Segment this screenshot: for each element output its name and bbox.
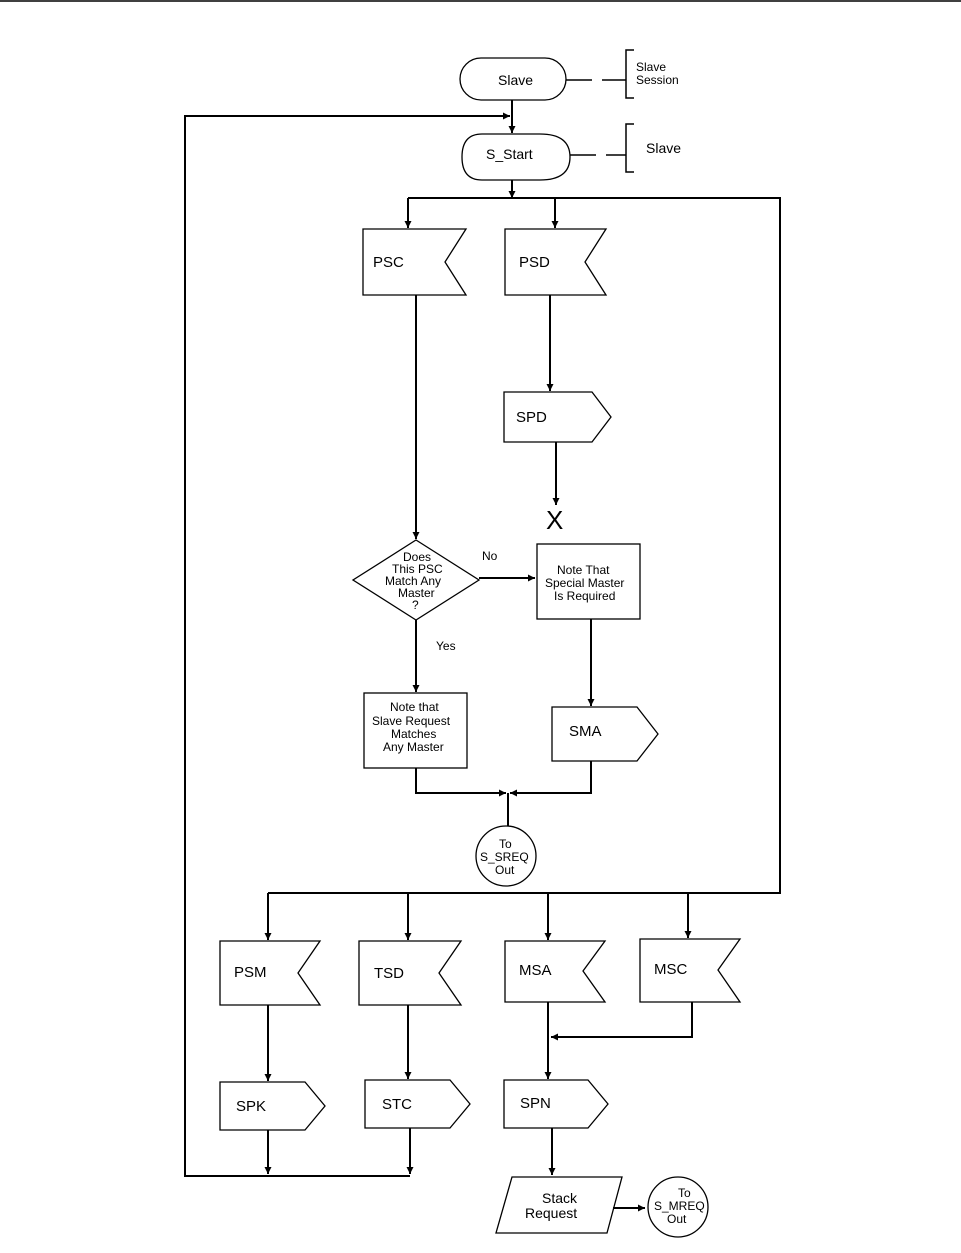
note-any-line-1: Note that: [390, 700, 439, 714]
decision-line-5: ?: [412, 598, 419, 612]
sma-output-signal: SMA: [551, 706, 659, 762]
arrow-any-to-merge: [415, 768, 506, 797]
spk-output-signal: SPK: [219, 1081, 326, 1131]
arrow-msc-join: [551, 1002, 693, 1041]
note-special-line-1: Note That: [557, 563, 610, 577]
match-any-master-decision: Does This PSC Match Any Master ?: [351, 539, 481, 621]
note-any-line-4: Any Master: [383, 740, 444, 754]
stack-request-line-1: Stack: [542, 1190, 578, 1206]
stack-request-line-2: Request: [525, 1205, 577, 1221]
sma-label: SMA: [569, 723, 602, 740]
slave-session-bracket: [625, 49, 634, 99]
spn-output-signal: SPN: [503, 1079, 609, 1129]
mreq-line-3: Out: [667, 1212, 687, 1226]
spn-label: SPN: [520, 1095, 551, 1112]
tsd-input-signal: TSD: [358, 940, 463, 1006]
sreq-line-2: S_SREQ: [480, 850, 529, 864]
tsd-label: TSD: [374, 965, 404, 982]
start-comment-label: Slave: [646, 140, 681, 156]
loop-back-line: [184, 112, 510, 1177]
note-any-line-3: Matches: [391, 727, 436, 741]
slave-state: Slave: [459, 57, 567, 101]
note-any-line-2: Slave Request: [372, 714, 451, 728]
psd-input-signal: PSD: [504, 228, 608, 296]
note-any-master-task: Note that Slave Request Matches Any Mast…: [363, 692, 468, 769]
stc-label: STC: [382, 1096, 412, 1113]
psc-input-signal: PSC: [362, 228, 468, 296]
spd-output-signal: SPD: [503, 391, 612, 443]
slave-session-label-2: Session: [636, 73, 679, 87]
note-special-line-2: Special Master: [545, 576, 624, 590]
stack-request-task: Stack Request: [495, 1176, 623, 1234]
msa-label: MSA: [519, 962, 552, 979]
mreq-line-1: To: [678, 1186, 691, 1200]
to-s-mreq-connector: To S_MREQ Out: [647, 1176, 709, 1238]
decision-line-2: This PSC: [392, 562, 443, 576]
mreq-line-2: S_MREQ: [654, 1199, 705, 1213]
start-comment-bracket: [625, 123, 634, 173]
s-start-state: S_Start: [461, 133, 571, 181]
decision-line-3: Match Any: [385, 574, 441, 588]
msc-input-signal: MSC: [639, 938, 742, 1003]
msa-input-signal: MSA: [504, 940, 607, 1003]
note-special-line-3: Is Required: [554, 589, 615, 603]
sreq-line-1: To: [499, 837, 512, 851]
stc-output-signal: STC: [364, 1079, 471, 1129]
slave-state-label: Slave: [498, 72, 533, 88]
slave-session-label-1: Slave: [636, 60, 666, 74]
note-special-master-task: Note That Special Master Is Required: [536, 543, 641, 620]
decision-line-4: Master: [398, 586, 435, 600]
sreq-line-3: Out: [495, 863, 515, 877]
psm-input-signal: PSM: [219, 940, 322, 1006]
psd-label: PSD: [519, 254, 550, 271]
msc-label: MSC: [654, 961, 688, 978]
yes-label: Yes: [436, 639, 456, 653]
spd-label: SPD: [516, 409, 547, 426]
no-label: No: [482, 549, 498, 563]
branch-bus: [268, 197, 781, 894]
to-s-sreq-connector: To S_SREQ Out: [475, 825, 537, 887]
spk-label: SPK: [236, 1098, 266, 1115]
psm-label: PSM: [234, 964, 267, 981]
arrow-sma-to-merge: [510, 761, 592, 797]
decision-line-1: Does: [403, 550, 431, 564]
stop-x-mark: X: [546, 505, 563, 535]
s-start-label: S_Start: [486, 146, 533, 162]
psc-label: PSC: [373, 254, 404, 271]
